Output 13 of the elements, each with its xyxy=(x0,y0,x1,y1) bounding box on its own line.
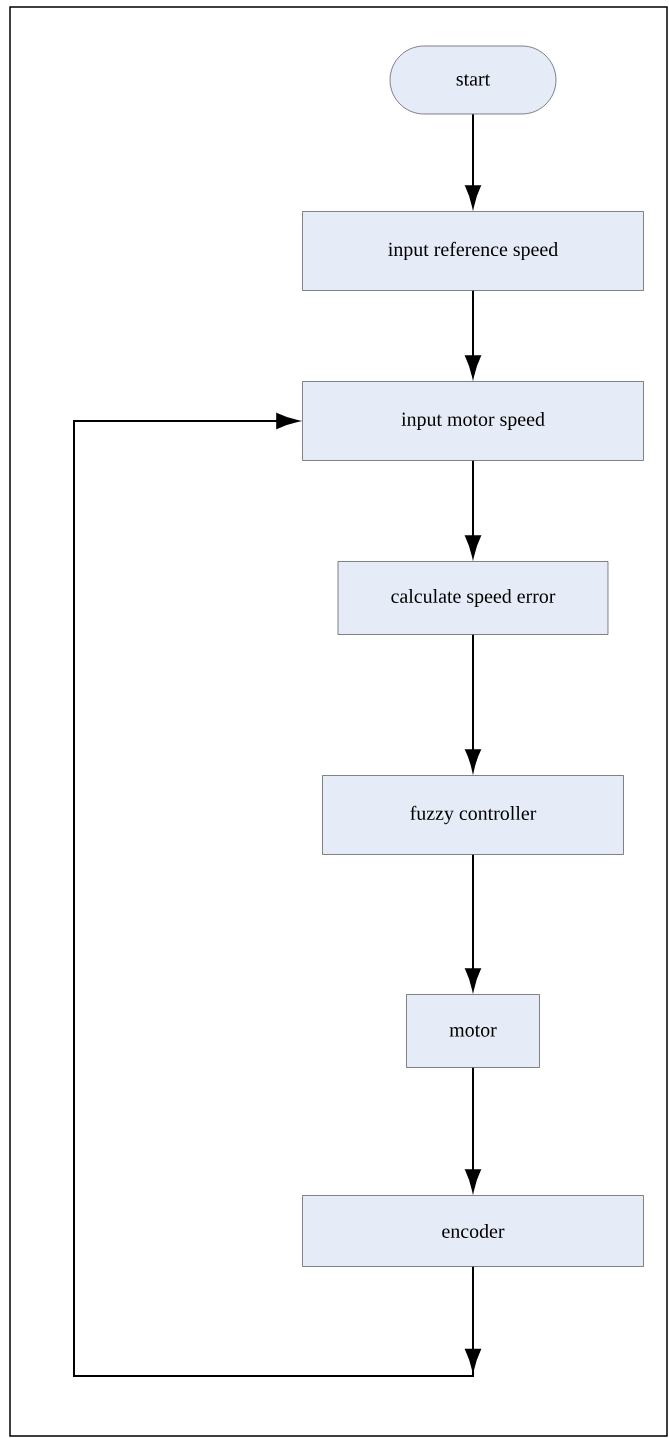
arrow xyxy=(73,413,481,1377)
process-box: fuzzy controller xyxy=(322,775,624,855)
process-box: motor xyxy=(406,994,540,1068)
arrow xyxy=(465,633,481,772)
process-box: input motor speed xyxy=(302,381,644,461)
process-box: input reference speed xyxy=(302,211,644,291)
process-box: encoder xyxy=(302,1195,644,1267)
process-box: calculate speed error xyxy=(337,561,609,635)
arrow xyxy=(465,113,481,208)
arrow xyxy=(465,1066,481,1192)
arrow xyxy=(465,853,481,991)
arrow xyxy=(465,459,481,558)
arrow xyxy=(465,289,481,378)
